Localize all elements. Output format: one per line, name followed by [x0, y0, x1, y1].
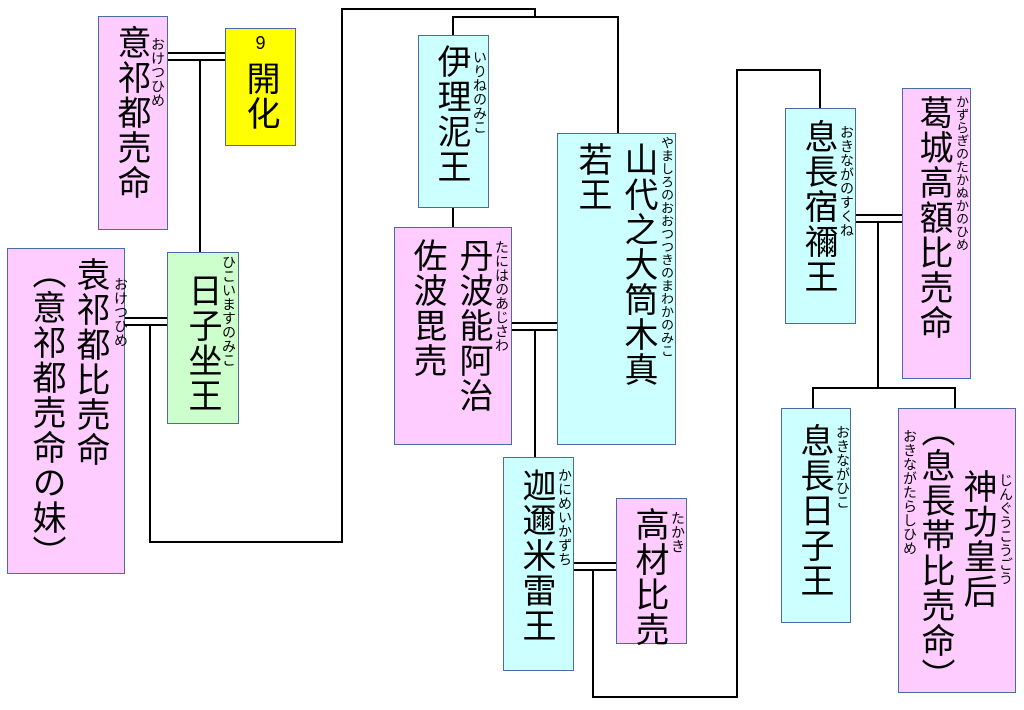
descent-line	[452, 16, 454, 35]
person-irine: 伊理泥王 いりねのみこ	[418, 35, 489, 208]
person-name-secondary: 佐波毘売	[407, 238, 447, 378]
person-kaika: 9 開化	[225, 28, 296, 146]
descent-line	[617, 16, 619, 133]
descent-line	[877, 221, 879, 389]
person-name: 袁祁都比売命	[70, 257, 110, 467]
descent-line	[341, 8, 343, 543]
person-name: 開化	[240, 61, 280, 131]
person-name: 神功皇后	[957, 469, 997, 609]
person-alt-name: （息長帯比売命）	[915, 413, 955, 693]
descent-line	[592, 696, 738, 698]
person-furigana: おけつひめ	[149, 37, 165, 107]
descent-line	[341, 8, 536, 10]
person-okinagahiko: 息長日子王 おきながひこ	[781, 408, 851, 623]
person-alt-furigana: おきながたらしひめ	[901, 429, 917, 555]
person-name: 息長日子王	[794, 423, 834, 598]
person-furigana: たにはのあじさわ	[493, 240, 509, 352]
person-name: 迦邇米雷王	[516, 468, 556, 643]
person-name: 息長宿禰王	[798, 119, 838, 294]
descent-line	[149, 324, 151, 543]
marriage-line	[124, 324, 167, 326]
descent-line	[812, 387, 956, 389]
person-yamashiro: 山代之大筒木真 やましろのおおつつきのまわかのみこ 若王	[557, 133, 676, 445]
person-name: 高材比売	[629, 507, 669, 647]
marriage-line	[855, 214, 902, 216]
person-name: 葛城高額比売命	[913, 95, 953, 340]
descent-line	[452, 16, 619, 18]
person-okethuhime: 意祁都売命 おけつひめ	[98, 16, 168, 230]
person-name: 伊理泥王	[431, 44, 471, 184]
person-note: （意祁都売命の妹）	[26, 255, 66, 570]
person-kanimeikazuchi: 迦邇米雷王 かにめいかずち	[503, 457, 574, 671]
person-kazuragi: 葛城高額比売命 かずらぎのたかぬかのひめ	[902, 88, 971, 379]
person-name: 意祁都売命	[111, 25, 151, 200]
descent-line	[592, 569, 594, 698]
descent-line	[149, 541, 343, 543]
descent-line	[199, 59, 201, 252]
descent-line	[452, 207, 454, 227]
person-furigana: おきながのすくね	[838, 125, 854, 237]
descent-line	[534, 329, 536, 457]
marriage-line	[124, 317, 167, 319]
descent-line	[534, 8, 536, 17]
person-okethuhime2: 袁祁都比売命 おけつひめ （意祁都売命の妹）	[7, 248, 128, 574]
person-takaki: 高材比売 たかき	[616, 498, 687, 647]
person-name: 丹波能阿治	[453, 238, 493, 413]
person-name-secondary: 若王	[572, 142, 612, 212]
person-furigana: ひこいますのみこ	[220, 255, 236, 367]
person-okinaganosukune: 息長宿禰王 おきながのすくね	[785, 108, 856, 324]
person-furigana: おけつひめ	[112, 277, 128, 347]
descent-line	[812, 387, 814, 408]
person-name: 山代之大筒木真	[618, 142, 658, 387]
marriage-line	[573, 562, 616, 564]
descent-line	[819, 69, 821, 108]
person-furigana: たかき	[669, 511, 685, 553]
marriage-line	[573, 569, 616, 571]
marriage-line	[511, 322, 557, 324]
person-furigana: やましろのおおつつきのまわかのみこ	[658, 136, 673, 357]
descent-line	[736, 69, 821, 71]
emperor-number: 9	[255, 33, 266, 53]
descent-line	[954, 387, 956, 408]
person-hikoimasu: 日子坐王 ひこいますのみこ	[167, 252, 239, 424]
marriage-line	[167, 59, 225, 61]
person-furigana: かにめいかずち	[556, 468, 572, 566]
person-furigana: いりねのみこ	[471, 50, 487, 134]
person-furigana: かずらぎのたかぬかのひめ	[953, 95, 968, 251]
person-name: 日子坐王	[182, 273, 222, 413]
person-jingu: 神功皇后 じんぐうこうごう （息長帯比売命） おきながたらしひめ	[898, 408, 1016, 693]
person-furigana: じんぐうこうごう	[997, 473, 1013, 585]
marriage-line	[167, 52, 225, 54]
person-furigana: おきながひこ	[834, 425, 850, 509]
descent-line	[736, 69, 738, 698]
person-tanihanoajisawa: 丹波能阿治 たにはのあじさわ 佐波毘売	[394, 227, 512, 445]
